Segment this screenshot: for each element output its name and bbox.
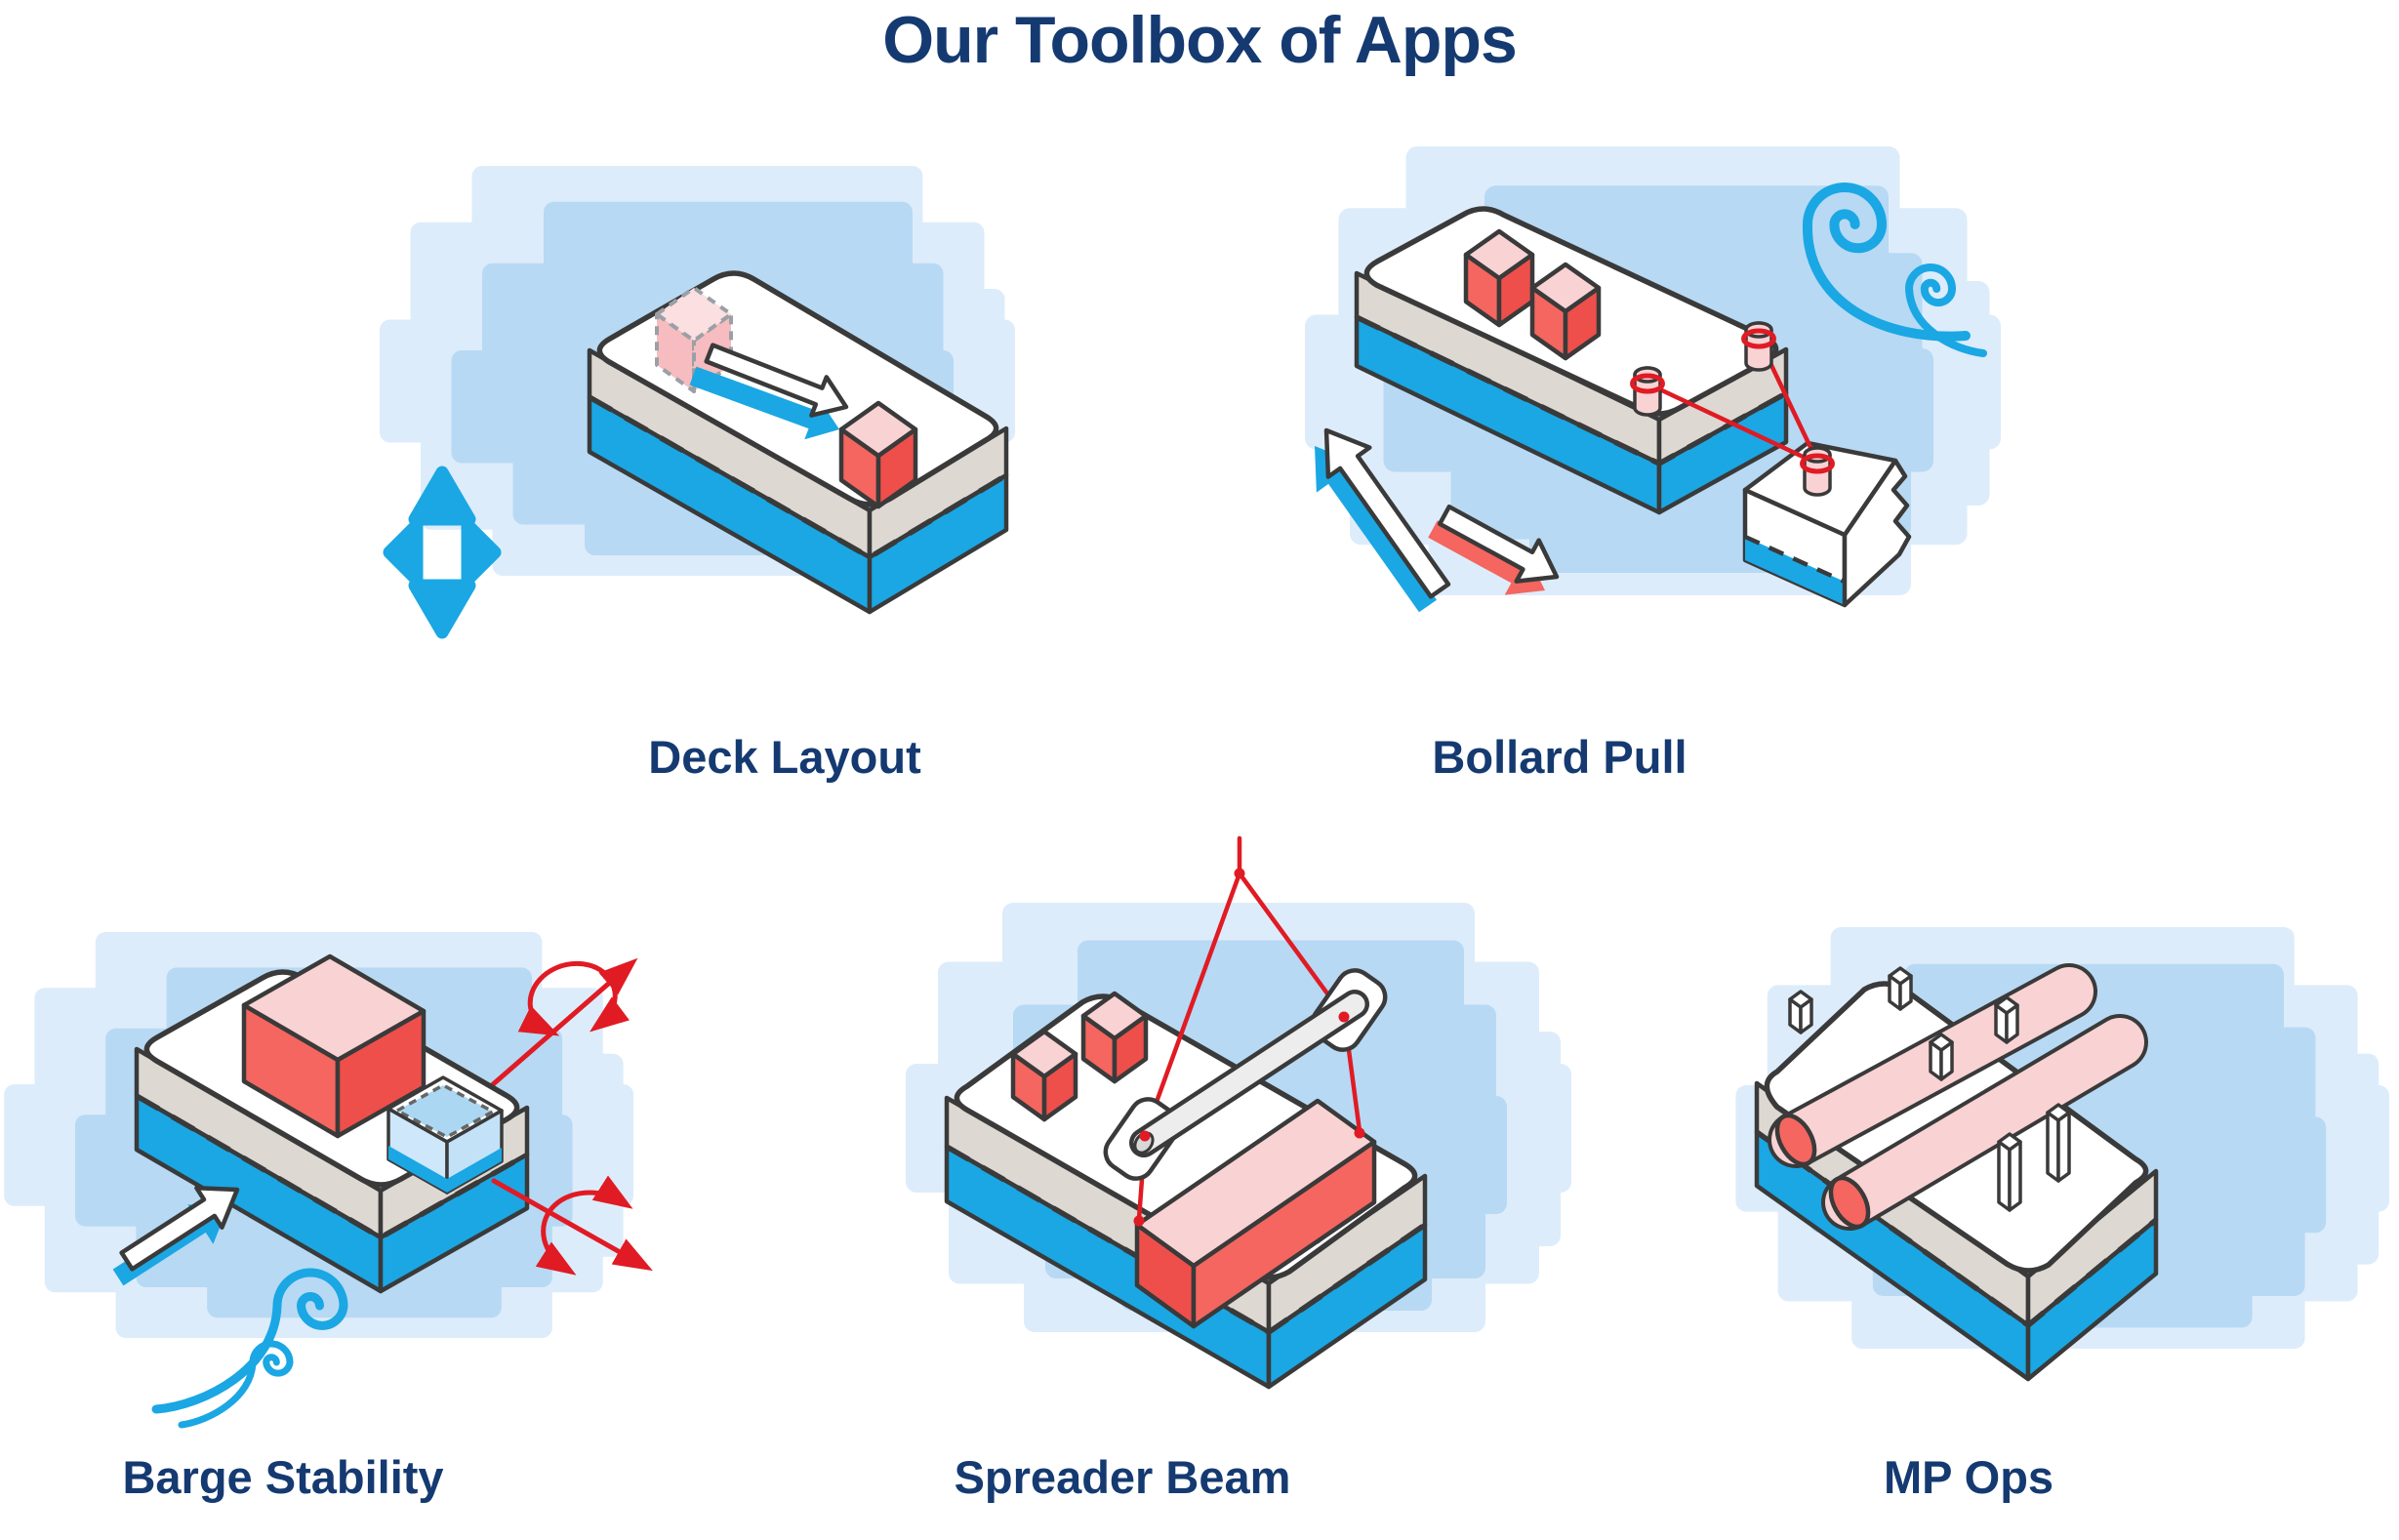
- app-label-bollard-pull: Bollard Pull: [1432, 731, 1687, 783]
- wind-swirl-icon: [1802, 182, 1987, 357]
- page-title: Our Toolbox of Apps: [882, 3, 1518, 77]
- cargo-box-icon: [241, 953, 427, 1139]
- wind-swirl-icon: [151, 1268, 348, 1429]
- app-deck-layout: [254, 107, 1054, 654]
- bollard-icon: [1630, 321, 1835, 497]
- move-arrows-icon: [383, 466, 502, 639]
- cargo-cube-icon: [838, 400, 918, 509]
- stanchion-icon: [1997, 1103, 2071, 1212]
- app-spreader-beam: [898, 835, 1581, 1415]
- pitch-rotation-icon: [491, 1175, 653, 1276]
- cargo-box-icon: [1134, 1098, 1377, 1329]
- cargo-cube-icon: [1463, 228, 1602, 361]
- app-barge-stability: [4, 878, 653, 1439]
- stanchion-icon: [1929, 995, 2019, 1081]
- app-bollard-pull: [1259, 98, 2030, 703]
- shift-arrow-icon: [689, 343, 849, 440]
- pipe-cargo-icon: [1821, 1014, 2148, 1231]
- pull-arrow-icon: [1315, 427, 1560, 613]
- app-label-barge-stability: Barge Stability: [122, 1451, 444, 1503]
- wind-arrow-icon: [112, 1186, 240, 1286]
- ballast-tank-icon: [386, 1075, 504, 1195]
- app-mp-ops: [1698, 888, 2399, 1435]
- app-label-deck-layout: Deck Layout: [648, 731, 921, 783]
- rigging-point-icon: [1133, 868, 1365, 1227]
- app-label-spreader-beam: Spreader Beam: [954, 1451, 1291, 1503]
- app-label-mp-ops: MP Ops: [1883, 1451, 2054, 1503]
- stanchion-icon: [1788, 966, 1913, 1034]
